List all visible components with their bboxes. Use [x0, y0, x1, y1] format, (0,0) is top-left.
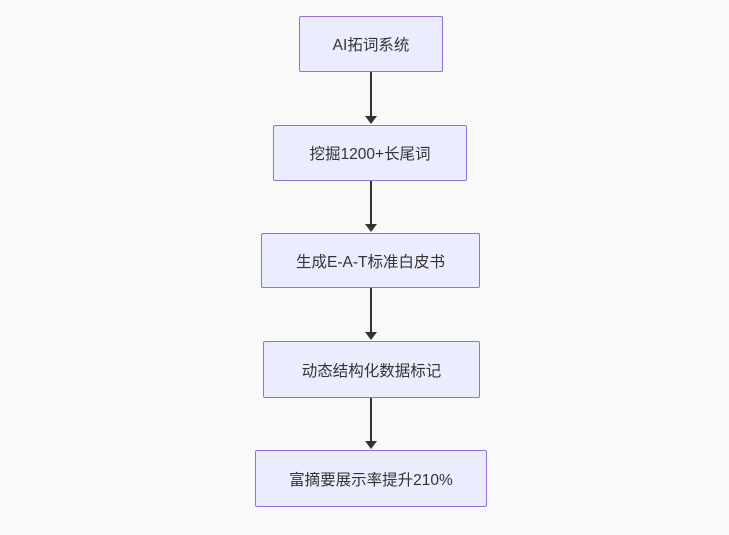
arrow-down-icon: [365, 224, 377, 232]
flowchart-node-structured-data-markup: 动态结构化数据标记: [263, 341, 480, 398]
node-label: 挖掘1200+长尾词: [309, 146, 431, 163]
flowchart-edge-line: [370, 288, 372, 333]
node-label: AI拓词系统: [332, 37, 410, 54]
node-label: 动态结构化数据标记: [301, 362, 442, 380]
flowchart-edge-line: [370, 398, 372, 442]
node-label: 富摘要展示率提升210%: [289, 471, 453, 489]
arrow-down-icon: [365, 332, 377, 340]
node-label: 生成E-A-T标准白皮书: [296, 253, 445, 271]
flowchart-node-longtail-mining: 挖掘1200+长尾词: [273, 125, 467, 181]
flowchart-node-eat-whitepaper: 生成E-A-T标准白皮书: [261, 233, 480, 288]
flowchart-edge-line: [370, 181, 372, 225]
arrow-down-icon: [365, 441, 377, 449]
flowchart-node-ai-expansion-system: AI拓词系统: [299, 16, 443, 72]
arrow-down-icon: [365, 116, 377, 124]
flowchart-node-rich-snippet-result: 富摘要展示率提升210%: [255, 450, 487, 507]
flowchart-edge-line: [370, 72, 372, 117]
